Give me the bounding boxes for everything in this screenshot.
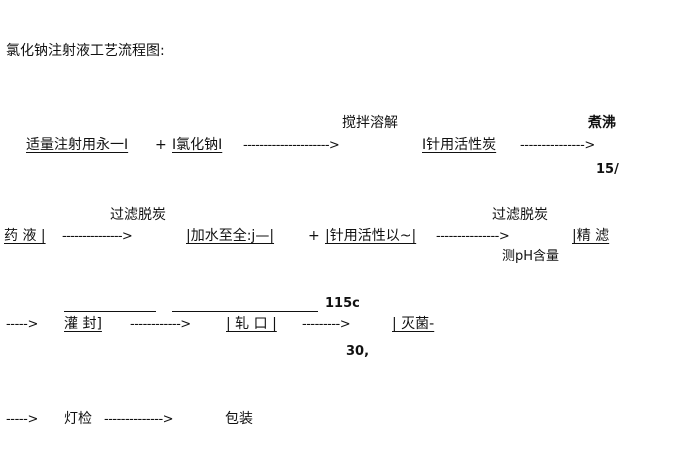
arrow-connector: ---------------> xyxy=(520,138,595,153)
overline xyxy=(172,311,318,312)
note-temp-115c: 115c xyxy=(325,296,360,311)
arrow-connector: ------------> xyxy=(130,317,191,332)
box-activated-carbon: I针用活性炭 xyxy=(422,137,497,153)
note-time-30: 30, xyxy=(346,344,370,359)
note-measure-ph: 测pH含量 xyxy=(502,249,560,264)
page-title: 氯化钠注射液工艺流程图: xyxy=(6,43,165,59)
arrow-connector: -----> xyxy=(6,317,38,332)
arrow-connector: -----> xyxy=(6,412,38,427)
plus-sign: + xyxy=(155,137,167,153)
op-label-filter-decarbonize-1: 过滤脱炭 xyxy=(110,207,166,223)
arrow-connector: --------------> xyxy=(104,412,174,427)
plus-sign: + xyxy=(308,228,320,244)
box-fine-filtration: |精 滤 xyxy=(572,228,610,244)
box-activated-carbon-2: |针用活性以~| xyxy=(325,228,417,244)
box-filling-sealing: 灌 封] xyxy=(64,316,102,332)
op-label-boil: 煮沸 xyxy=(588,115,616,131)
arrow-connector: ---------------------> xyxy=(243,138,340,153)
box-sterilization: | 灭菌- xyxy=(392,316,435,332)
arrow-connector: ---------------> xyxy=(62,229,133,244)
step-packaging: 包装 xyxy=(225,411,253,427)
op-label-filter-decarbonize-2: 过滤脱炭 xyxy=(492,207,548,223)
box-water-for-injection: 适量注射用永一I xyxy=(26,137,129,153)
box-sodium-chloride: I氯化钠I xyxy=(172,137,223,153)
op-label-stir-dissolve: 搅拌溶解 xyxy=(342,115,398,131)
note-time-15: 15/ xyxy=(596,162,619,177)
box-add-water-to-volume: |加水至全:j—| xyxy=(186,228,275,244)
box-drug-liquid: 药 液 | xyxy=(4,228,46,244)
arrow-connector: ---------> xyxy=(302,317,351,332)
arrow-connector: ---------------> xyxy=(436,229,510,244)
overline xyxy=(64,311,156,312)
box-crimping: | 轧 口 | xyxy=(226,316,277,332)
step-light-inspection: 灯检 xyxy=(64,411,92,427)
